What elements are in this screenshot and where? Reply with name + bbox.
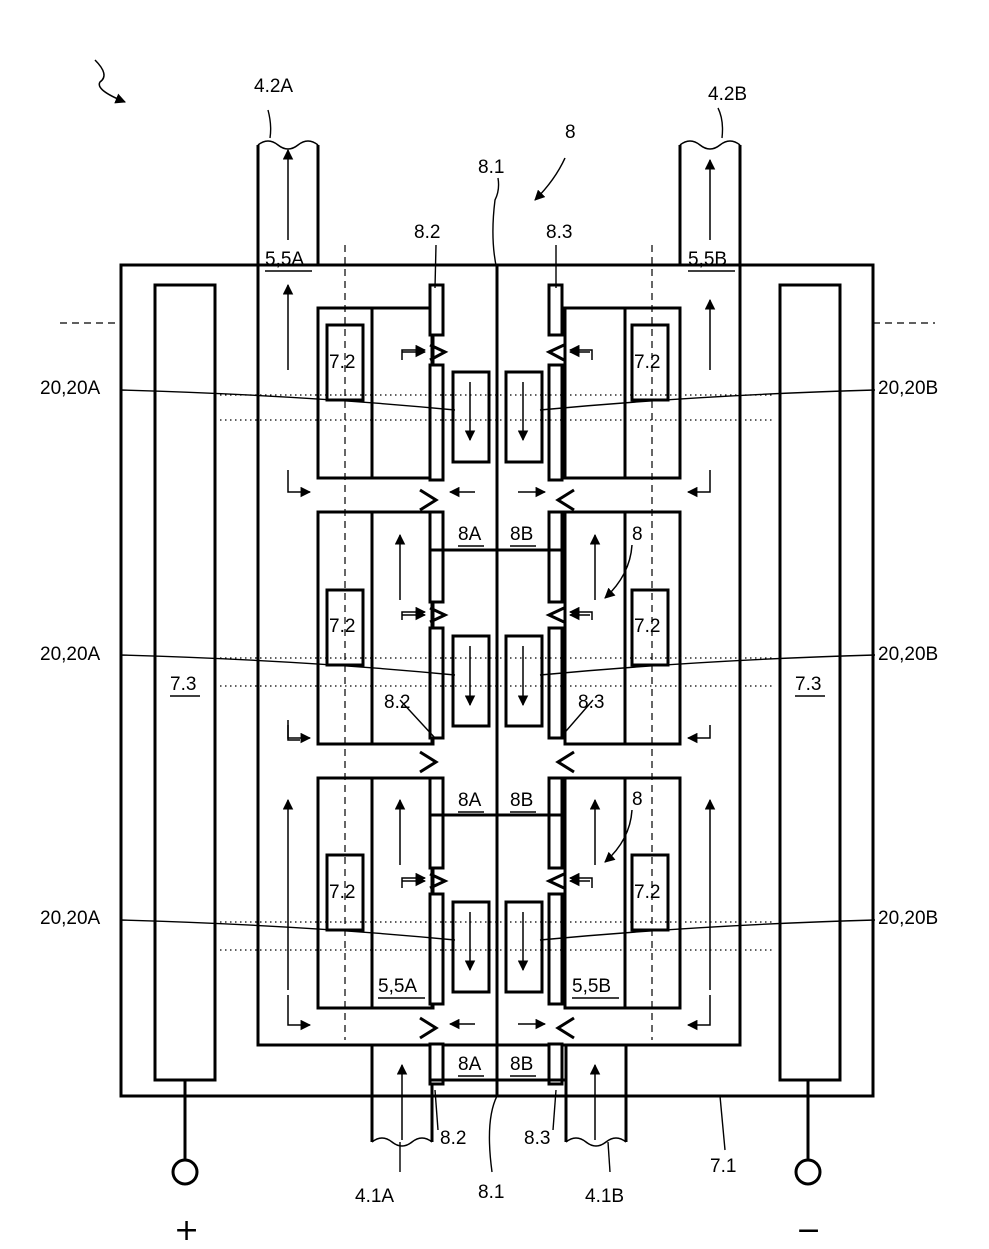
label-8b-r2: 8B [510,790,533,811]
label-20b-r3: 20,20B [878,908,938,929]
label-4-2b: 4.2B [708,84,747,105]
terminal-negative [796,1160,820,1184]
inlet-pipe-b [566,1045,626,1142]
plus-symbol: + [174,1213,199,1248]
label-5-5a-bottom: 5,5A [378,976,417,997]
label-8a-r1: 8A [458,524,482,545]
label-20a-r3: 20,20A [40,908,101,929]
terminal-positive [173,1160,197,1184]
label-8-3-top: 8.3 [546,222,572,243]
label-8b-r3: 8B [510,1054,533,1075]
label-8-3-mid: 8.3 [578,692,604,713]
label-8-r3: 8 [632,789,643,810]
label-8-1-top: 8.1 [478,157,504,178]
minus-symbol: − [796,1213,821,1248]
label-7-2-r3-left: 7.2 [329,882,355,903]
label-7-3-left: 7.3 [170,674,196,695]
label-8-top: 8 [565,122,576,143]
label-7-2-r1-right: 7.2 [634,352,660,373]
label-8a-r2: 8A [458,790,482,811]
label-7-1: 7.1 [710,1156,736,1177]
label-4-1a: 4.1A [355,1186,394,1207]
label-4-2a: 4.2A [254,76,293,97]
label-7-2-r2-left: 7.2 [329,616,355,637]
flow-arrows [288,150,710,1140]
label-5-5b-top: 5,5B [688,249,727,270]
label-7-2-r1-left: 7.2 [329,352,355,373]
label-5-5b-bottom: 5,5B [572,976,611,997]
label-7-2-r3-right: 7.2 [634,882,660,903]
label-20a-r2: 20,20A [40,644,101,665]
label-8-3-bottom: 8.3 [524,1128,550,1149]
label-8-2-mid: 8.2 [384,692,410,713]
label-20a-r1: 20,20A [40,378,101,399]
label-8a-r3: 8A [458,1054,482,1075]
label-8-r2: 8 [632,524,643,545]
label-20b-r2: 20,20B [878,644,938,665]
label-8-2-bottom: 8.2 [440,1128,466,1149]
label-8-2-top: 8.2 [414,222,440,243]
label-20b-r1: 20,20B [878,378,938,399]
label-8b-r1: 8B [510,524,533,545]
label-5-5a-top: 5,5A [265,249,304,270]
label-4-1b: 4.1B [585,1186,624,1207]
label-7-3-right: 7.3 [795,674,821,695]
label-8-1-bottom: 8.1 [478,1182,504,1203]
label-7-2-r2-right: 7.2 [634,616,660,637]
